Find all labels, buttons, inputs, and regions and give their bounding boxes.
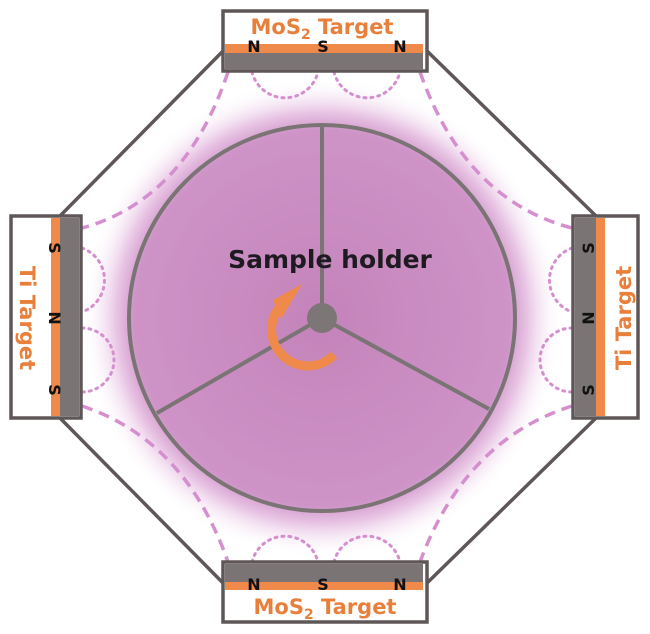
pole-label: S: [317, 575, 329, 594]
pole-label: S: [579, 384, 598, 396]
top-mos2-target: MoS2 Target N S N: [221, 9, 429, 73]
magnetic-field-dotted-loops: [80, 70, 574, 564]
sample-holder-label: Sample holder: [228, 245, 432, 274]
bottom-mos2-target: N S N MoS2 Target: [221, 560, 429, 624]
pole-label: N: [579, 311, 598, 324]
left-target-label: Ti Target: [15, 266, 39, 370]
right-ti-target: S N S Ti Target: [571, 214, 640, 420]
holder-hub: [307, 303, 337, 333]
right-target-label: Ti Target: [612, 266, 636, 370]
magnetic-field-dashed-lines: [81, 71, 573, 563]
pole-label: S: [45, 242, 64, 254]
pole-label: S: [579, 242, 598, 254]
rotation-arrow-icon: [267, 284, 338, 371]
pole-label: S: [45, 384, 64, 396]
pole-label: N: [393, 37, 406, 56]
pole-label: N: [393, 575, 406, 594]
left-ti-target: S N S Ti Target: [9, 214, 83, 420]
top-target-label: MoS2 Target: [251, 15, 394, 43]
pole-label: S: [317, 37, 329, 56]
pole-label: N: [45, 311, 64, 324]
sample-holder[interactable]: [127, 123, 517, 513]
chamber-walls: [58, 48, 598, 586]
pole-label: N: [247, 37, 260, 56]
bottom-target-label: MoS2 Target: [254, 595, 397, 623]
pole-label: N: [247, 575, 260, 594]
holder-spokes: [156, 125, 490, 415]
